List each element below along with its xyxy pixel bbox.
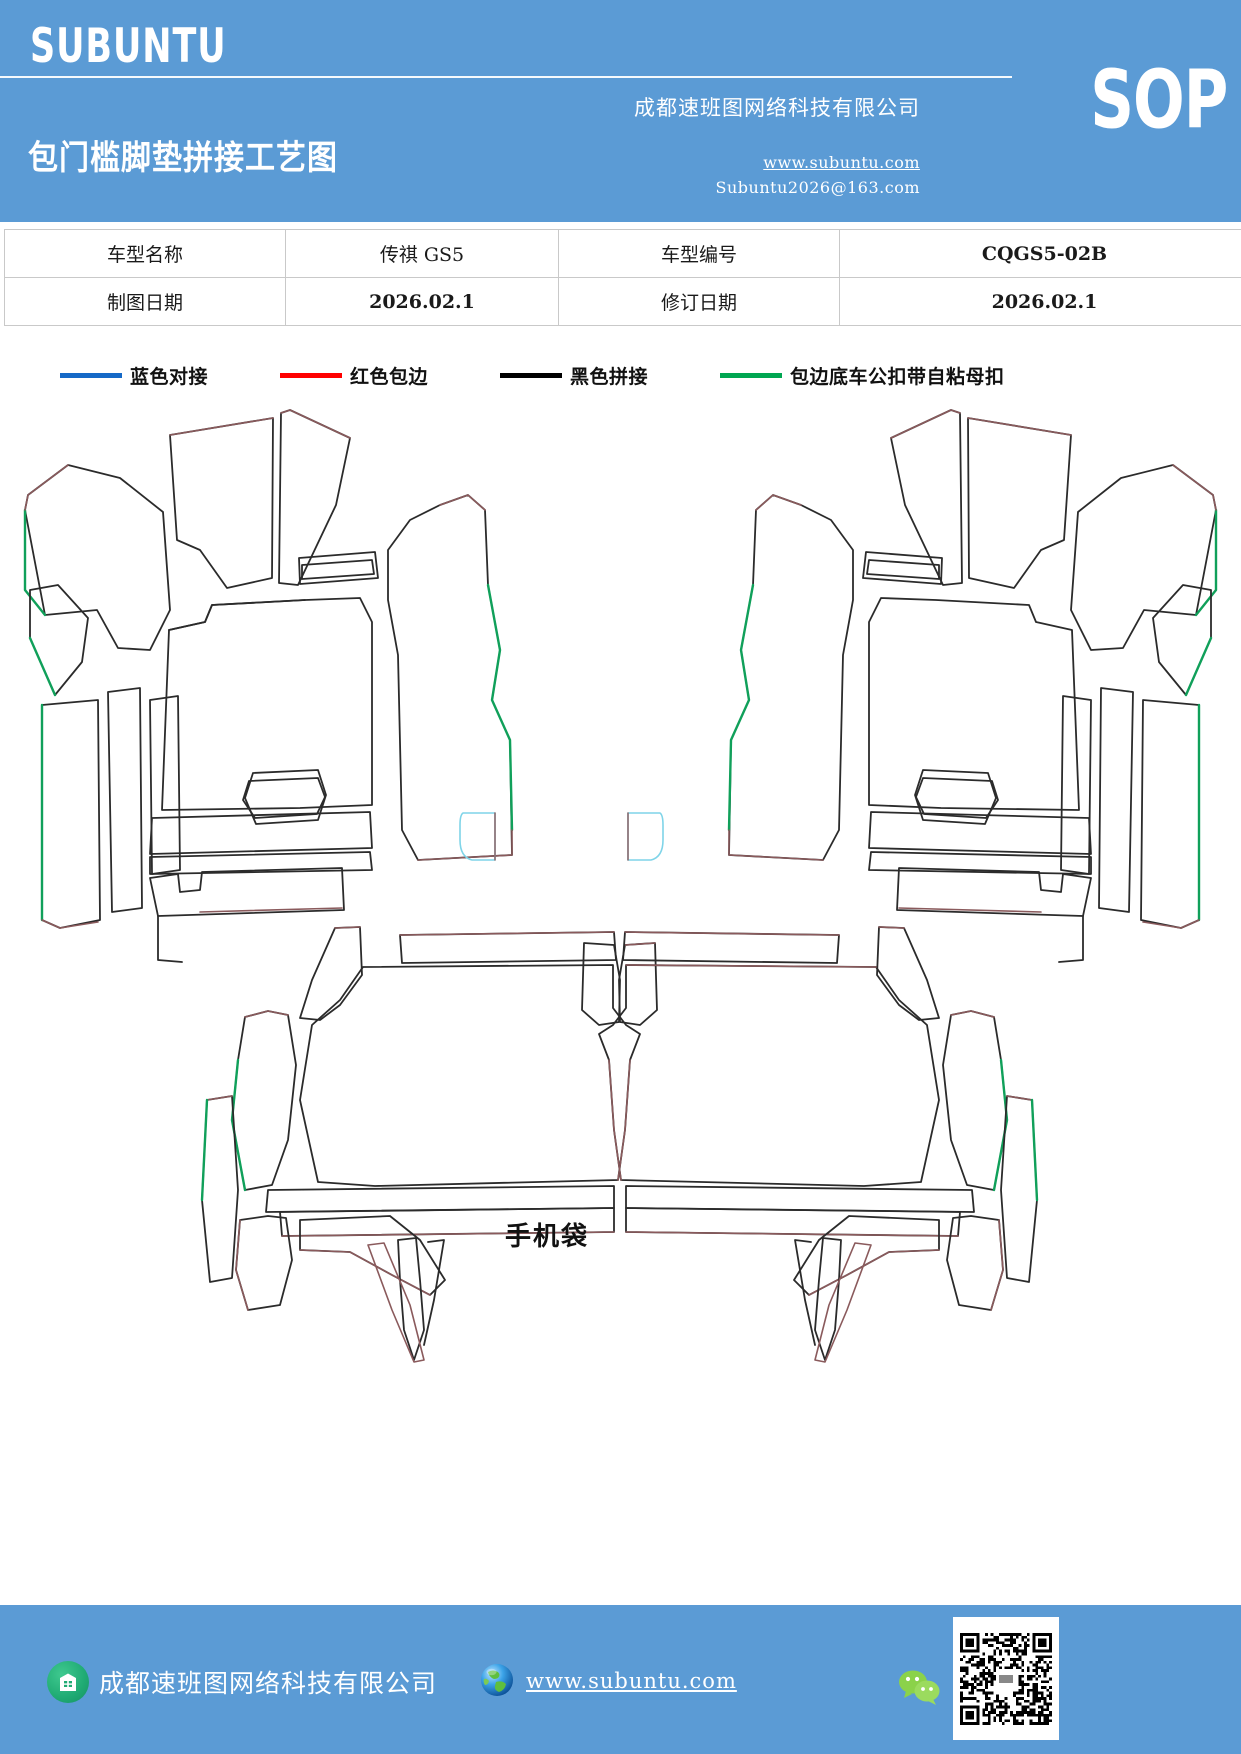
legend-label-black: 黑色拼接 xyxy=(570,365,649,388)
page-header: SUBUNTU 成都速班图网络科技有限公司 SOP 包门槛脚垫拼接工艺图 www… xyxy=(0,0,1241,222)
legend-swatch-green-icon xyxy=(720,372,783,378)
left-front-lower-bars xyxy=(149,811,373,963)
footer-company-label: 成都速班图网络科技有限公司 xyxy=(99,1671,438,1698)
right-group-left-sill xyxy=(727,494,854,861)
legend-swatch-blue-icon xyxy=(60,372,122,378)
wechat-icon xyxy=(896,1667,946,1707)
brand-logo: SUBUNTU xyxy=(30,18,227,73)
header-email: Subuntu2026@163.com xyxy=(715,178,920,197)
rear-mat-main-right xyxy=(598,964,940,1187)
cell-model-code-value: CQGS5-02B xyxy=(839,229,1241,278)
mat-pattern-drawing: 手机袋 xyxy=(0,400,1241,1400)
right-front-lower-bars xyxy=(868,811,1092,963)
header-divider xyxy=(0,76,1012,78)
legend-item-green: 包边底车公扣带自粘母扣 xyxy=(720,362,1005,389)
cell-draw-date-value: 2026.02.1 xyxy=(285,277,559,326)
right-front-main-panel xyxy=(868,597,1080,811)
legend-item-blue: 蓝色对接 xyxy=(60,362,208,389)
cell-model-name-value: 传祺 GS5 xyxy=(285,229,559,278)
header-company-name: 成都速班图网络科技有限公司 xyxy=(634,96,920,120)
cell-model-code-label: 车型编号 xyxy=(558,229,840,278)
legend-label-green: 包边底车公扣带自粘母扣 xyxy=(790,365,1005,388)
right-sill-strips xyxy=(1060,464,1218,929)
mat-pattern-svg xyxy=(23,409,1218,1363)
legend-swatch-black-icon xyxy=(500,372,563,378)
sop-badge: SOP xyxy=(1089,55,1228,148)
left-group-right-sill xyxy=(387,494,514,861)
rear-mat-bottom-bars xyxy=(265,1185,975,1237)
vehicle-info-table: 车型名称 传祺 GS5 车型编号 CQGS5-02B 制图日期 2026.02.… xyxy=(4,229,1241,326)
footer-company: 成都速班图网络科技有限公司 xyxy=(47,1661,437,1703)
page-footer: 成都速班图网络科技有限公司 www.subuntu.com xyxy=(0,1605,1241,1754)
phone-pocket-label: 手机袋 xyxy=(505,1222,590,1252)
legend: 蓝色对接 红色包边 黑色拼接 包边底车公扣带自粘母扣 xyxy=(60,358,1120,392)
legend-item-black: 黑色拼接 xyxy=(500,362,648,389)
page-title: 包门槛脚垫拼接工艺图 xyxy=(28,138,338,179)
building-icon xyxy=(47,1661,89,1703)
globe-icon xyxy=(478,1661,518,1701)
cell-draw-date-label: 制图日期 xyxy=(4,277,286,326)
legend-label-red: 红色包边 xyxy=(350,365,429,388)
rear-mat-left-tabs xyxy=(299,926,658,1026)
footer-website-label[interactable]: www.subuntu.com xyxy=(526,1669,737,1693)
legend-label-blue: 蓝色对接 xyxy=(130,365,209,388)
left-connector-strips xyxy=(298,551,379,585)
right-front-upper-panels xyxy=(890,409,1072,589)
left-sill-strips xyxy=(23,464,181,929)
header-website-link[interactable]: www.subuntu.com xyxy=(763,153,920,172)
cell-revision-date-label: 修订日期 xyxy=(558,277,840,326)
left-front-main-panel xyxy=(161,597,373,811)
footer-website[interactable]: www.subuntu.com xyxy=(478,1661,737,1701)
legend-item-red: 红色包边 xyxy=(280,362,428,389)
cell-revision-date-value: 2026.02.1 xyxy=(839,277,1241,326)
cell-model-name-label: 车型名称 xyxy=(4,229,286,278)
table-row: 制图日期 2026.02.1 修订日期 2026.02.1 xyxy=(4,277,1241,326)
left-front-upper-panels xyxy=(169,409,351,589)
rear-mat-lower-wings xyxy=(235,1215,1004,1311)
table-row: 车型名称 传祺 GS5 车型编号 CQGS5-02B xyxy=(4,229,1241,278)
qr-code xyxy=(953,1617,1059,1740)
rear-mat-right-tabs xyxy=(581,926,940,1026)
right-connector-strips xyxy=(862,551,943,585)
rear-mat-outer-sills xyxy=(200,1010,1039,1283)
phone-pocket-shapes xyxy=(459,812,664,861)
rear-mat-main-left xyxy=(299,964,641,1187)
legend-swatch-red-icon xyxy=(280,372,343,378)
rear-mat-tails xyxy=(367,1237,872,1363)
